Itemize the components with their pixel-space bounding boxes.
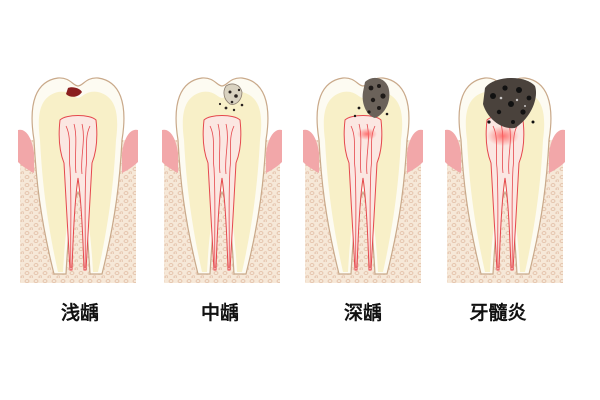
label-moderate-caries: 中龋 bbox=[200, 302, 239, 324]
tooth-deep-caries bbox=[302, 77, 424, 284]
label-shallow-caries: 浅龋 bbox=[60, 302, 99, 324]
label-pulpitis: 牙髓炎 bbox=[469, 302, 527, 324]
decay-cavity bbox=[223, 83, 243, 105]
tooth-shallow-caries bbox=[17, 77, 139, 284]
label-deep-caries: 深龋 bbox=[343, 302, 382, 324]
decay-spot bbox=[66, 87, 82, 97]
tooth-pulpitis bbox=[444, 77, 566, 284]
tooth-moderate-caries bbox=[161, 77, 283, 284]
